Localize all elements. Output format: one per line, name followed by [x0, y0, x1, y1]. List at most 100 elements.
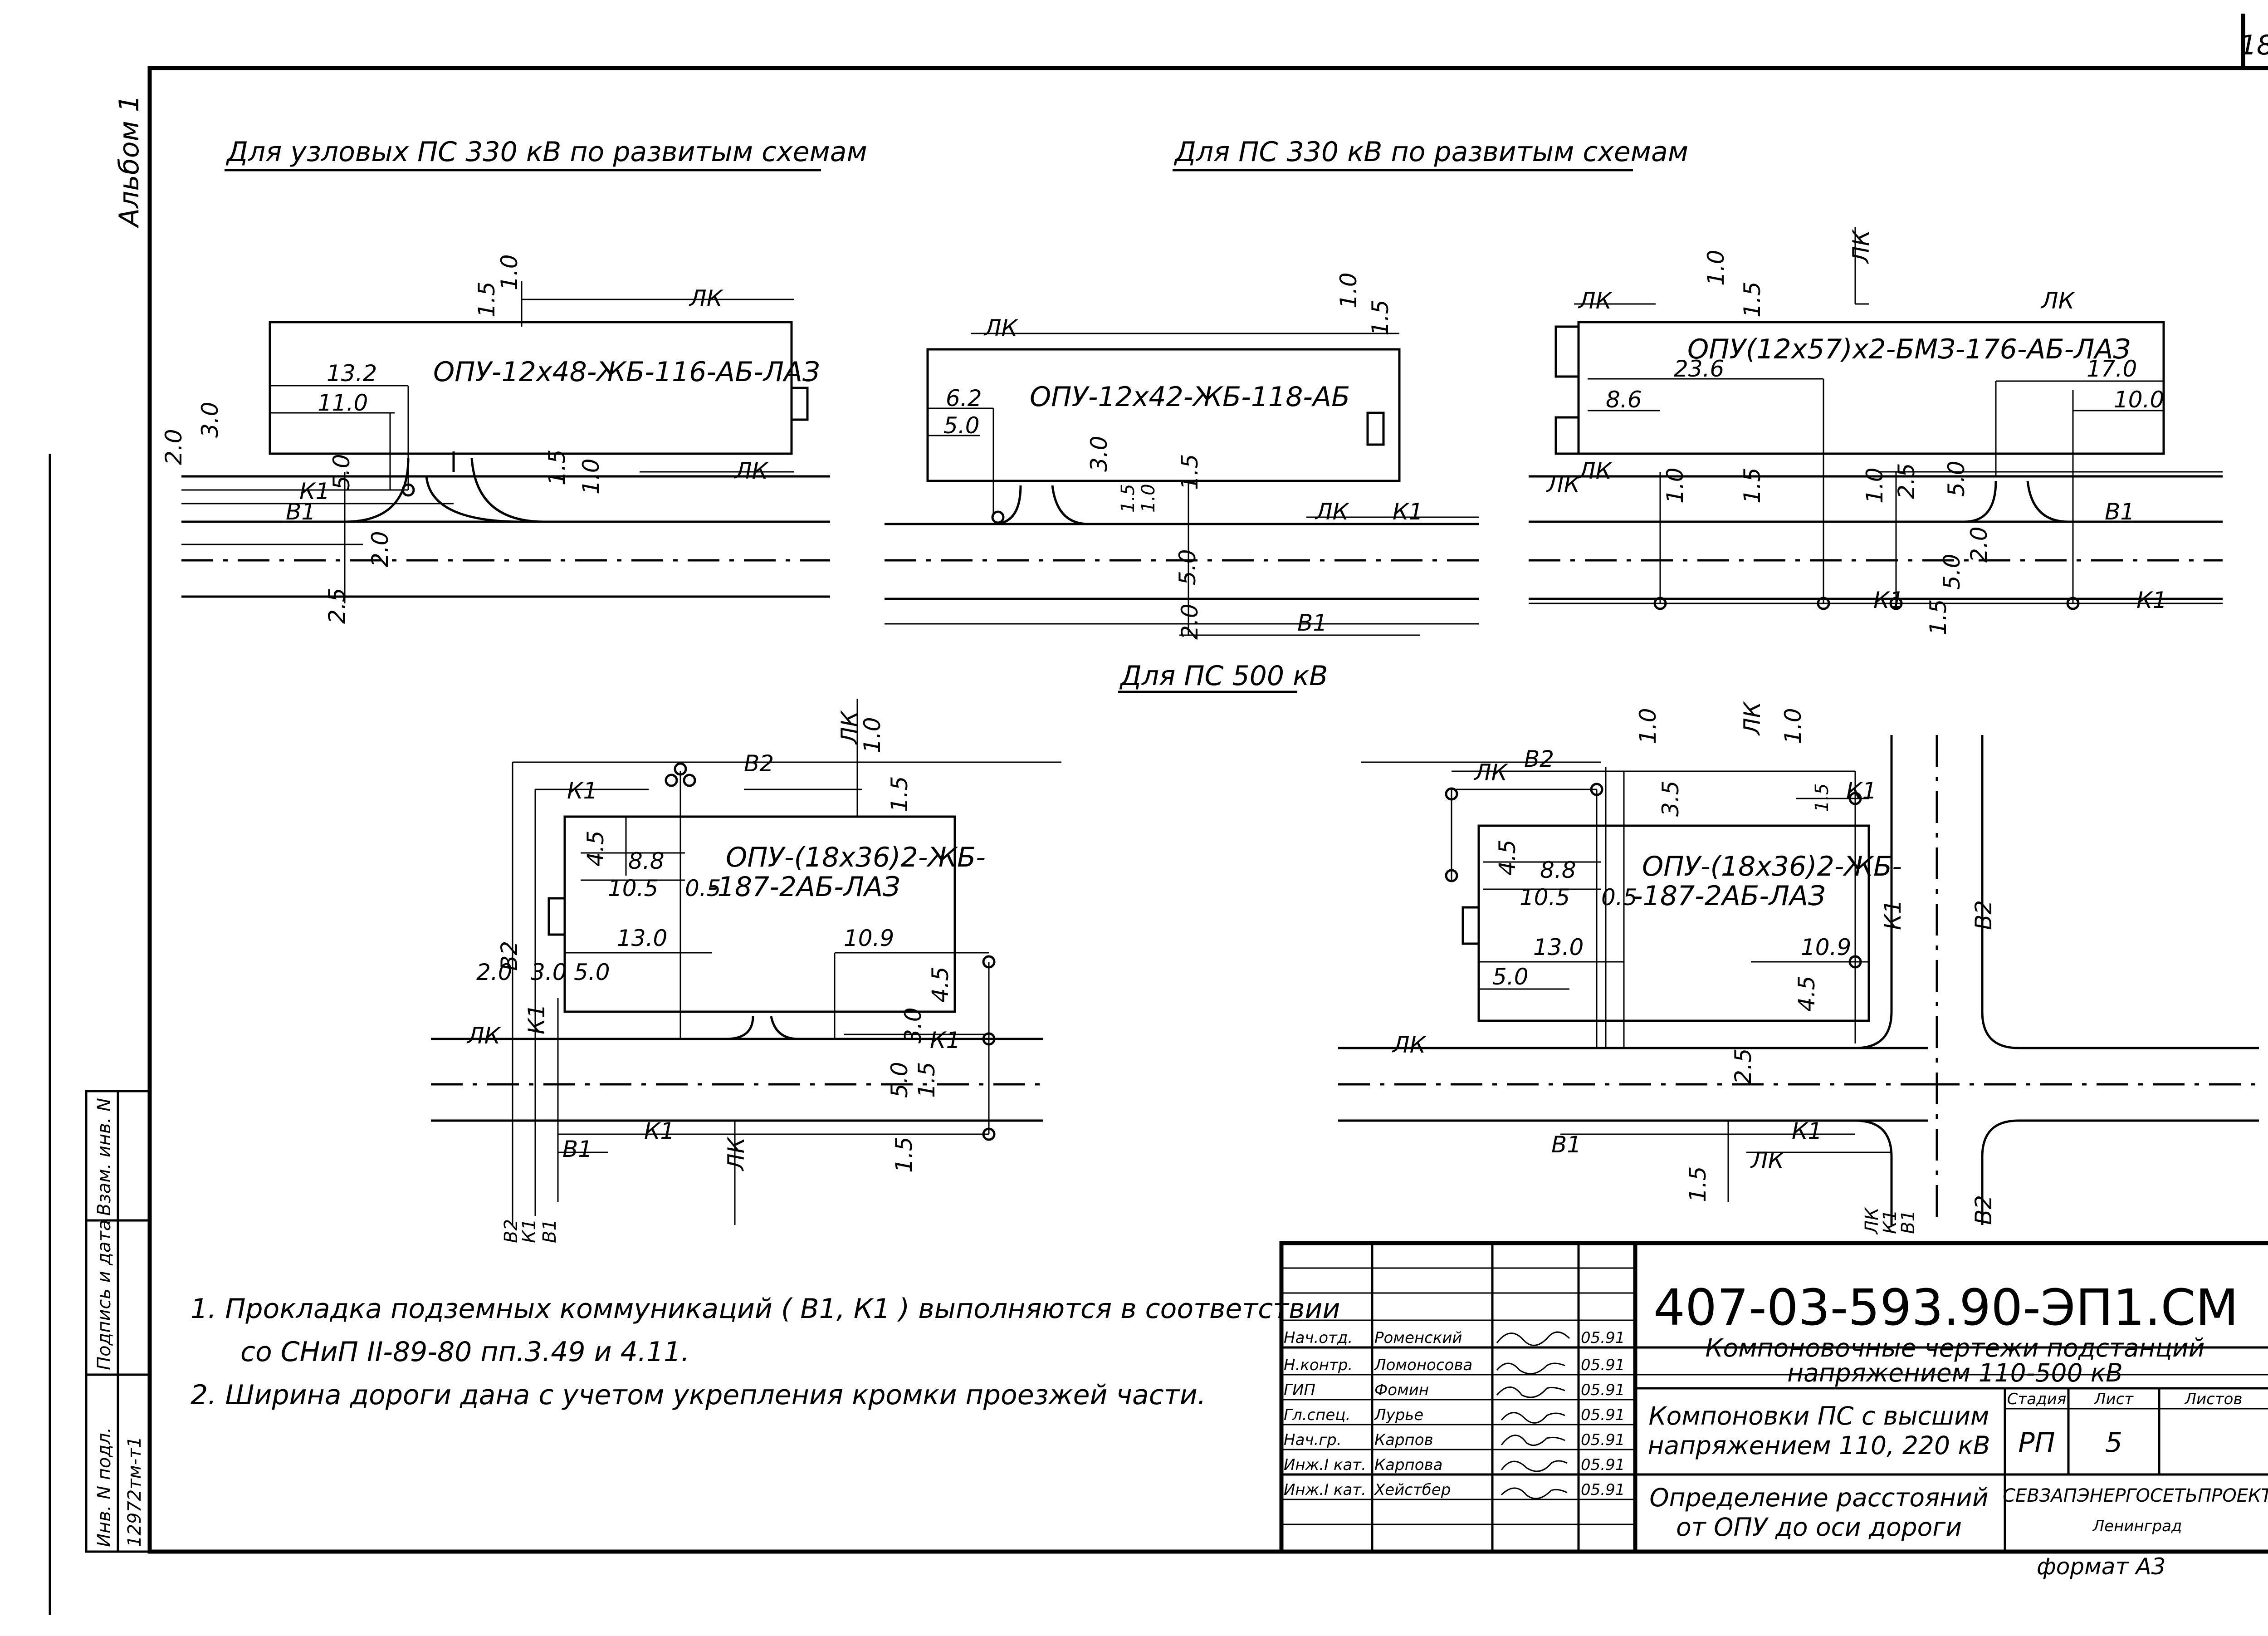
dim-5-0: 5.0	[574, 959, 610, 985]
label-lk: ЛК	[1739, 700, 1765, 736]
label-k1: К1	[1873, 587, 1904, 613]
section-title-ps-330: Для ПС 330 кВ по развитым схемам	[1173, 136, 1688, 168]
section-title-nodal-330: Для узловых ПС 330 кВ по развитым схемам	[225, 136, 867, 168]
dim-1-5: 1.5	[544, 449, 570, 485]
sheet-title-line-1: Определение расстояний	[1649, 1483, 1988, 1512]
row-name: Лурье	[1374, 1406, 1423, 1424]
building-label-4-line1: ОПУ-(18х36)2-ЖБ-	[726, 842, 986, 873]
label-lk: ЛК	[689, 285, 724, 312]
row-date: 05.91	[1581, 1329, 1625, 1347]
dim-2-5: 2.5	[324, 588, 350, 624]
title-block	[1279, 1241, 2268, 1554]
dim-1-5: 1.5	[1739, 467, 1765, 504]
label-k1: К1	[1880, 1210, 1901, 1234]
dim-3-5: 3.5	[1657, 780, 1684, 817]
side-stamp	[85, 1090, 151, 1553]
label-lk: ЛК	[1750, 1147, 1785, 1174]
org-name: СЕВЗАПЭНЕРГОСЕТЬПРОЕКТ	[2003, 1485, 2268, 1506]
dim-2-0: 2.0	[476, 959, 513, 985]
dim-3-0: 3.0	[900, 1007, 926, 1043]
building-label-5-line2: -187-2АБ-ЛАЗ	[1633, 880, 1825, 912]
dim-6-2: 6.2	[946, 385, 982, 411]
row-role: Нач.гр.	[1284, 1431, 1342, 1449]
dim-1-0: 1.0	[1635, 708, 1661, 744]
row-date: 05.91	[1581, 1356, 1625, 1374]
layout-nodal-330	[181, 281, 830, 603]
label-lk: ЛК	[1862, 1207, 1882, 1235]
dim-13-2: 13.2	[327, 360, 377, 387]
layout-ps-500-right	[1338, 735, 2259, 1225]
dim-2-5: 2.5	[1730, 1048, 1756, 1084]
dim-4-5: 4.5	[1794, 975, 1820, 1012]
dim-2-0: 2.0	[1177, 603, 1203, 640]
dim-4-5: 4.5	[927, 966, 953, 1003]
dim-5-0: 5.0	[1174, 549, 1201, 585]
label-v1: В1	[1551, 1131, 1581, 1158]
stamp-inv-orig-value: 12972тм-т1	[124, 1436, 145, 1547]
row-date: 05.91	[1581, 1431, 1625, 1449]
label-k1: К1	[2136, 587, 2167, 613]
signature-rows: Нач.отд. Роменский 05.91 Н.контр. Ломоно…	[1284, 1329, 1625, 1499]
stamp-replace-inv: Взам. инв. N	[94, 1098, 115, 1216]
dim-5-0: 5.0	[1943, 460, 1970, 497]
building-label-1: ОПУ-12х48-ЖБ-116-АБ-ЛАЗ	[433, 356, 820, 388]
label-lk: ЛК	[1392, 1032, 1427, 1058]
dim-1-5: 1.5	[886, 776, 913, 812]
dim-1-0: 1.0	[1335, 272, 1362, 309]
label-k1: К1	[1846, 778, 1877, 804]
dim-13-0: 13.0	[617, 925, 667, 951]
sheet-title-line-2: от ОПУ до оси дороги	[1676, 1513, 1962, 1542]
dim-5-0: 5.0	[1492, 964, 1529, 990]
label-lk: ЛК	[1578, 458, 1613, 484]
row-role: Инж.I кат.	[1284, 1481, 1366, 1499]
dim-5-0: 5.0	[886, 1062, 913, 1098]
sheet-frame	[49, 14, 2268, 1615]
dim-1-0: 1.0	[1138, 484, 1159, 513]
row-role: ГИП	[1284, 1381, 1315, 1399]
dim-2-5: 2.5	[1893, 463, 1920, 499]
dim-1-0: 1.0	[1862, 467, 1888, 504]
note-2: 2. Ширина дороги дана с учетом укреплени…	[191, 1379, 1206, 1411]
org-city: Ленинград	[2092, 1517, 2182, 1535]
dim-2-0: 2.0	[1966, 526, 1992, 563]
label-lk: ЛК	[836, 710, 863, 745]
dim-8-8: 8.8	[1540, 857, 1576, 883]
label-k1: К1	[523, 1004, 550, 1034]
label-lk: ЛК	[983, 315, 1019, 341]
dim-1-5: 1.5	[1367, 299, 1393, 336]
building-outline	[926, 348, 1401, 482]
dim-5-0: 5.0	[328, 454, 355, 490]
dim-1-5: 1.5	[1118, 484, 1139, 513]
dim-10-5: 10.5	[1520, 884, 1570, 911]
dim-5-0: 5.0	[1939, 553, 1965, 590]
dim-1-0: 1.0	[578, 458, 604, 495]
label-v2: В2	[496, 941, 523, 971]
dim-1-0: 1.0	[1662, 467, 1688, 504]
label-k1: К1	[1792, 1118, 1822, 1144]
dim-1-5: 1.5	[474, 281, 500, 318]
dim-1-5: 1.5	[1739, 281, 1765, 318]
building-label-2: ОПУ-12х42-ЖБ-118-АБ	[1030, 381, 1350, 413]
label-v1: В1	[286, 499, 316, 525]
signature-scribbles	[1496, 1331, 1570, 1499]
note-1-line-2: со СНиП II-89-80 пп.3.49 и 4.11.	[240, 1336, 689, 1368]
label-v2: В2	[501, 1219, 522, 1243]
label-k1: К1	[299, 478, 330, 505]
dim-8-8: 8.8	[628, 848, 665, 874]
dim-3-0: 3.0	[197, 402, 223, 438]
dim-0-5: 0.5	[1601, 884, 1637, 911]
row-role: Инж.I кат.	[1284, 1456, 1366, 1474]
label-v1: В1	[539, 1219, 560, 1243]
label-lk: ЛК	[1473, 759, 1509, 786]
stage-header: Стадия	[2007, 1390, 2066, 1408]
building-label-4-line2: -187-2АБ-ЛАЗ	[708, 871, 900, 903]
stage-value: РП	[2018, 1427, 2055, 1459]
building-label-5-line1: ОПУ-(18х36)2-ЖБ-	[1642, 851, 1902, 882]
label-lk: ЛК	[1578, 288, 1613, 314]
label-v2: В2	[1970, 1195, 1997, 1225]
label-lk: ЛК	[1315, 499, 1350, 525]
stamp-sign-date: Подпись и дата	[94, 1220, 115, 1370]
label-v1: В1	[2105, 499, 2135, 525]
album-label: Альбом 1	[113, 95, 145, 229]
stamp-inv-orig: Инв. N подл.	[94, 1427, 115, 1547]
